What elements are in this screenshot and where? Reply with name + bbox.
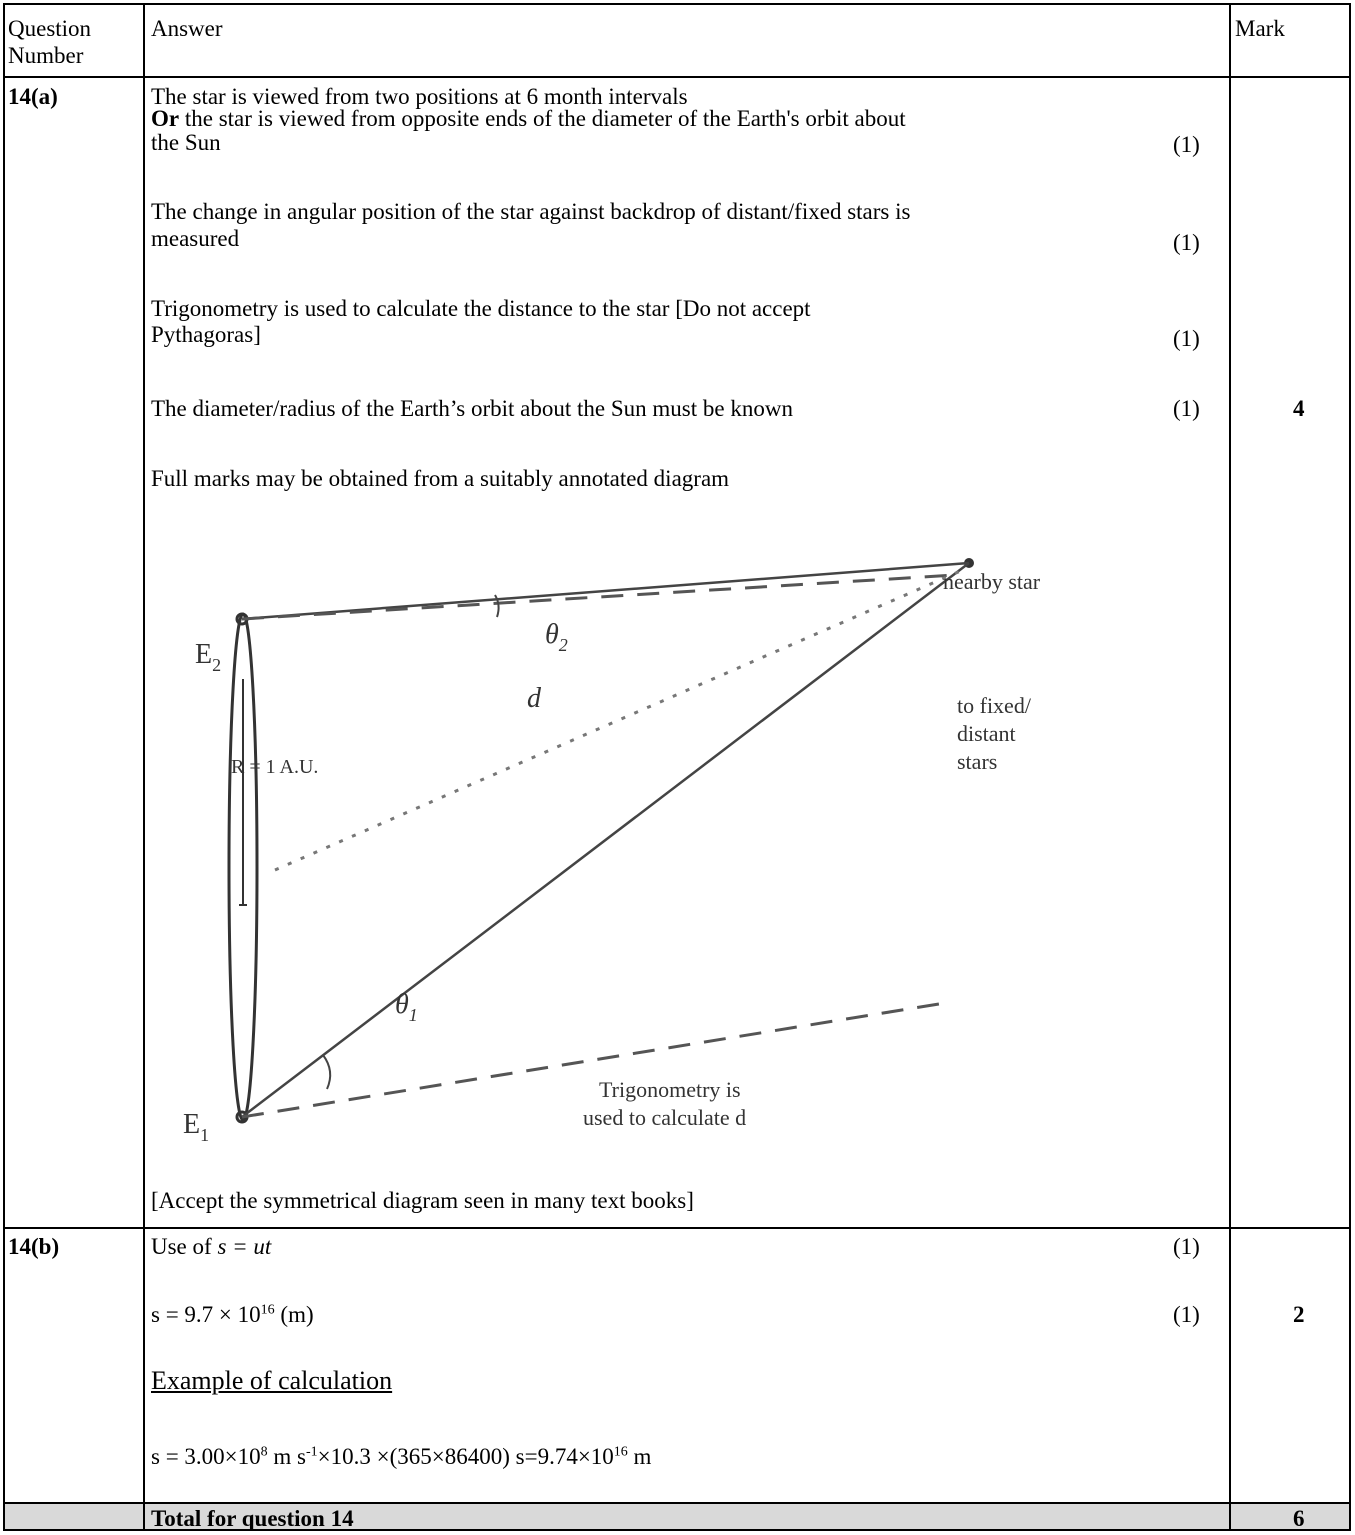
label-radius: R = 1 A.U. (231, 756, 318, 778)
question-number-14b: 14(b) (8, 1234, 60, 1259)
mark-14a-2: (1) (1173, 230, 1200, 255)
label-trig-2: used to calculate d (583, 1105, 746, 1130)
label-fixed-2: distant (957, 721, 1016, 746)
mark-14b-1: (1) (1173, 1234, 1200, 1259)
label-theta2: θ2 (545, 619, 568, 655)
label-trig-1: Trigonometry is (599, 1077, 741, 1102)
line-e2-fixed (241, 573, 956, 621)
total-mark: 6 (1293, 1506, 1305, 1531)
answer-14a-line3: the Sun (151, 130, 221, 155)
label-fixed-1: to fixed/ (957, 693, 1032, 718)
answer-14a-line5: measured (151, 226, 240, 251)
answer-14a-line6: Trigonometry is used to calculate the di… (151, 296, 811, 321)
mark-14a-1: (1) (1173, 132, 1200, 157)
line-d (274, 567, 966, 872)
mark-14b-2: (1) (1173, 1302, 1200, 1327)
line-e2-star (241, 561, 970, 621)
answer-14b-line1: Use of s = ut (151, 1234, 272, 1259)
example-calculation: s = 3.00×108 m s-1×10.3 ×(365×86400) s=9… (151, 1444, 652, 1469)
total-row-shade (3, 1502, 1351, 1531)
header-question-number: Question Number (8, 16, 92, 68)
answer-14a-line8: The diameter/radius of the Earth’s orbit… (151, 396, 793, 421)
total-mark-14a: 4 (1293, 396, 1305, 421)
answer-14a-line9: Full marks may be obtained from a suitab… (151, 466, 730, 491)
parallax-diagram: nearby star E2 E1 θ2 θ1 d R = 1 A.U. to … (183, 558, 1041, 1145)
label-fixed-3: stars (957, 749, 997, 774)
line-e1-fixed (241, 1001, 946, 1119)
answer-14a-line4: The change in angular position of the st… (151, 199, 911, 224)
answer-14a-line7: Pythagoras] (151, 322, 261, 347)
label-e1: E1 (183, 1109, 209, 1145)
mark-scheme-table: Question Number Answer Mark 14(a) The st… (3, 3, 1351, 1531)
answer-14a-line1: The star is viewed from two positions at… (151, 84, 688, 109)
line-e1-star (241, 562, 970, 1118)
total-mark-14b: 2 (1293, 1302, 1305, 1327)
example-heading: Example of calculation (151, 1366, 393, 1395)
label-e2: E2 (195, 639, 221, 675)
angle-arc-1 (322, 1054, 332, 1090)
header-answer: Answer (151, 16, 223, 41)
answer-14a-line2: Or the star is viewed from opposite ends… (151, 106, 906, 131)
label-d: d (527, 683, 542, 714)
label-nearby-star: nearby star (943, 569, 1041, 594)
angle-arc-2 (494, 594, 500, 618)
question-number-14a: 14(a) (8, 84, 58, 109)
answer-14a-line10: [Accept the symmetrical diagram seen in … (151, 1188, 694, 1213)
label-theta1: θ1 (395, 989, 418, 1025)
total-label: Total for question 14 (151, 1506, 354, 1531)
answer-14b-line2: s = 9.7 × 1016 (m) (151, 1302, 314, 1327)
mark-14a-4: (1) (1173, 396, 1200, 421)
mark-14a-3: (1) (1173, 326, 1200, 351)
header-mark: Mark (1235, 16, 1285, 41)
